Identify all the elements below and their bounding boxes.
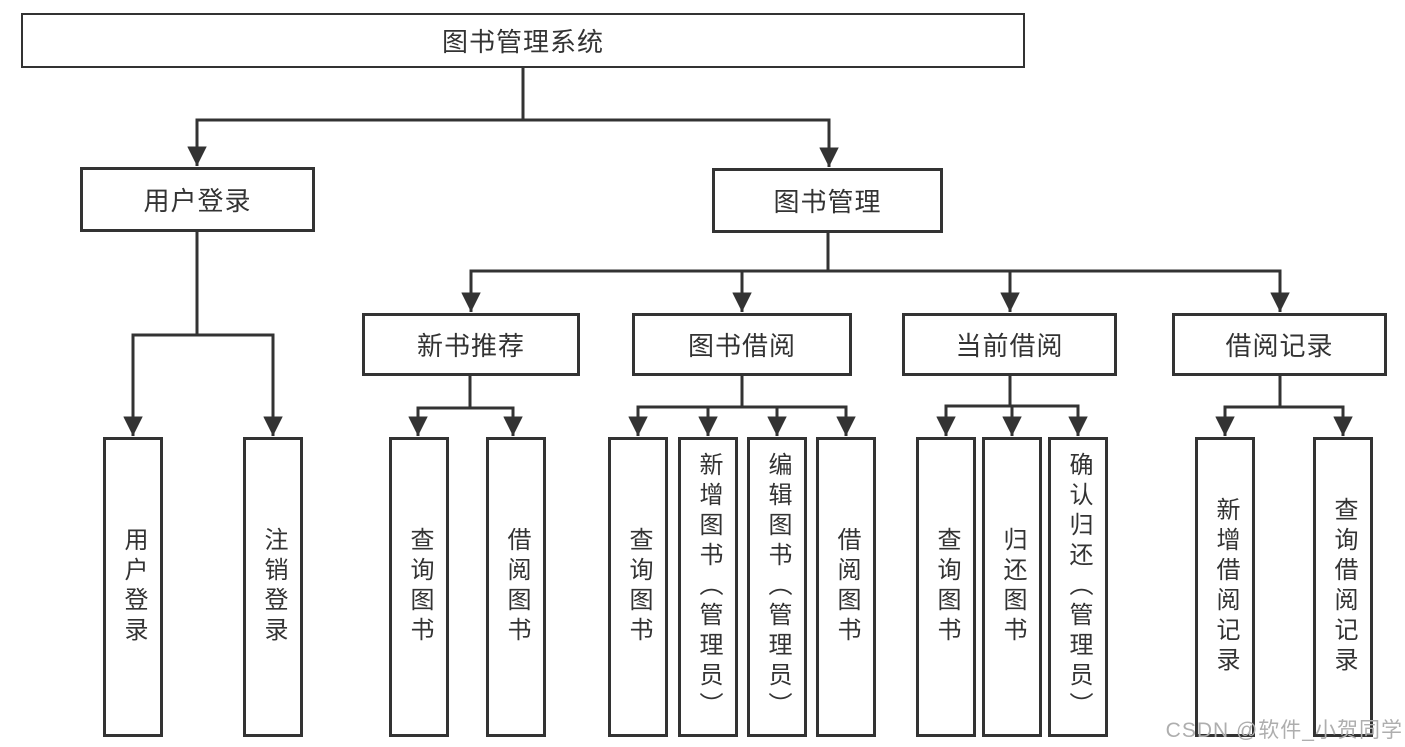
leaf-logout-label: 注销登录 (260, 527, 287, 647)
leaf-borrow-books-borrowing-label: 借阅图书 (833, 527, 860, 647)
node-new-book-recommend-label: 新书推荐 (416, 331, 525, 361)
leaf-query-books-recommend-label: 查询图书 (406, 527, 433, 647)
node-current-borrowing-label: 当前借阅 (955, 331, 1064, 361)
leaf-borrow-books-borrowing: 借阅图书 (816, 437, 876, 737)
leaf-query-books-current-label: 查询图书 (933, 527, 960, 647)
connector-book-borrowing-children (628, 376, 856, 436)
leaf-add-borrow-record: 新增借阅记录 (1195, 437, 1255, 737)
node-book-borrowing: 图书借阅 (632, 313, 852, 376)
leaf-return-book: 归还图书 (982, 437, 1042, 737)
connector-borrow-records-children (1215, 376, 1353, 436)
node-book-management: 图书管理 (712, 168, 943, 233)
leaf-edit-book-admin-label: 编辑图书（管理员） (764, 452, 791, 722)
node-user-login-label: 用户登录 (143, 186, 252, 216)
node-root: 图书管理系统 (21, 13, 1025, 68)
node-current-borrowing: 当前借阅 (902, 313, 1117, 376)
leaf-confirm-return-admin-label: 确认归还（管理员） (1065, 452, 1092, 722)
node-root-label: 图书管理系统 (441, 27, 604, 57)
leaf-query-books-recommend: 查询图书 (389, 437, 449, 737)
node-book-management-label: 图书管理 (773, 187, 882, 217)
node-book-borrowing-label: 图书借阅 (687, 331, 796, 361)
leaf-user-login: 用户登录 (103, 437, 163, 737)
connector-user-login-children (123, 232, 283, 436)
node-borrow-records-label: 借阅记录 (1225, 331, 1334, 361)
leaf-add-borrow-record-label: 新增借阅记录 (1212, 497, 1239, 677)
leaf-confirm-return-admin: 确认归还（管理员） (1048, 437, 1108, 737)
leaf-logout: 注销登录 (243, 437, 303, 737)
node-user-login: 用户登录 (80, 167, 315, 232)
leaf-borrow-books-recommend-label: 借阅图书 (503, 527, 530, 647)
leaf-borrow-books-recommend: 借阅图书 (486, 437, 546, 737)
leaf-query-borrow-record: 查询借阅记录 (1313, 437, 1373, 737)
connector-new-book-recommend-children (408, 376, 523, 436)
connector-root-to-level2 (187, 68, 839, 167)
leaf-query-books-borrowing: 查询图书 (608, 437, 668, 737)
leaf-edit-book-admin: 编辑图书（管理员） (747, 437, 807, 737)
leaf-query-books-borrowing-label: 查询图书 (625, 527, 652, 647)
leaf-add-book-admin: 新增图书（管理员） (678, 437, 738, 737)
leaf-query-borrow-record-label: 查询借阅记录 (1330, 497, 1357, 677)
connector-book-management-children (461, 233, 1290, 312)
connector-current-borrowing-children (936, 376, 1088, 436)
leaf-user-login-label: 用户登录 (120, 527, 147, 647)
node-borrow-records: 借阅记录 (1172, 313, 1387, 376)
leaf-return-book-label: 归还图书 (999, 527, 1026, 647)
leaf-query-books-current: 查询图书 (916, 437, 976, 737)
csdn-watermark: CSDN @软件_小贺同学 (1165, 719, 1403, 742)
node-new-book-recommend: 新书推荐 (362, 313, 580, 376)
leaf-add-book-admin-label: 新增图书（管理员） (695, 452, 722, 722)
